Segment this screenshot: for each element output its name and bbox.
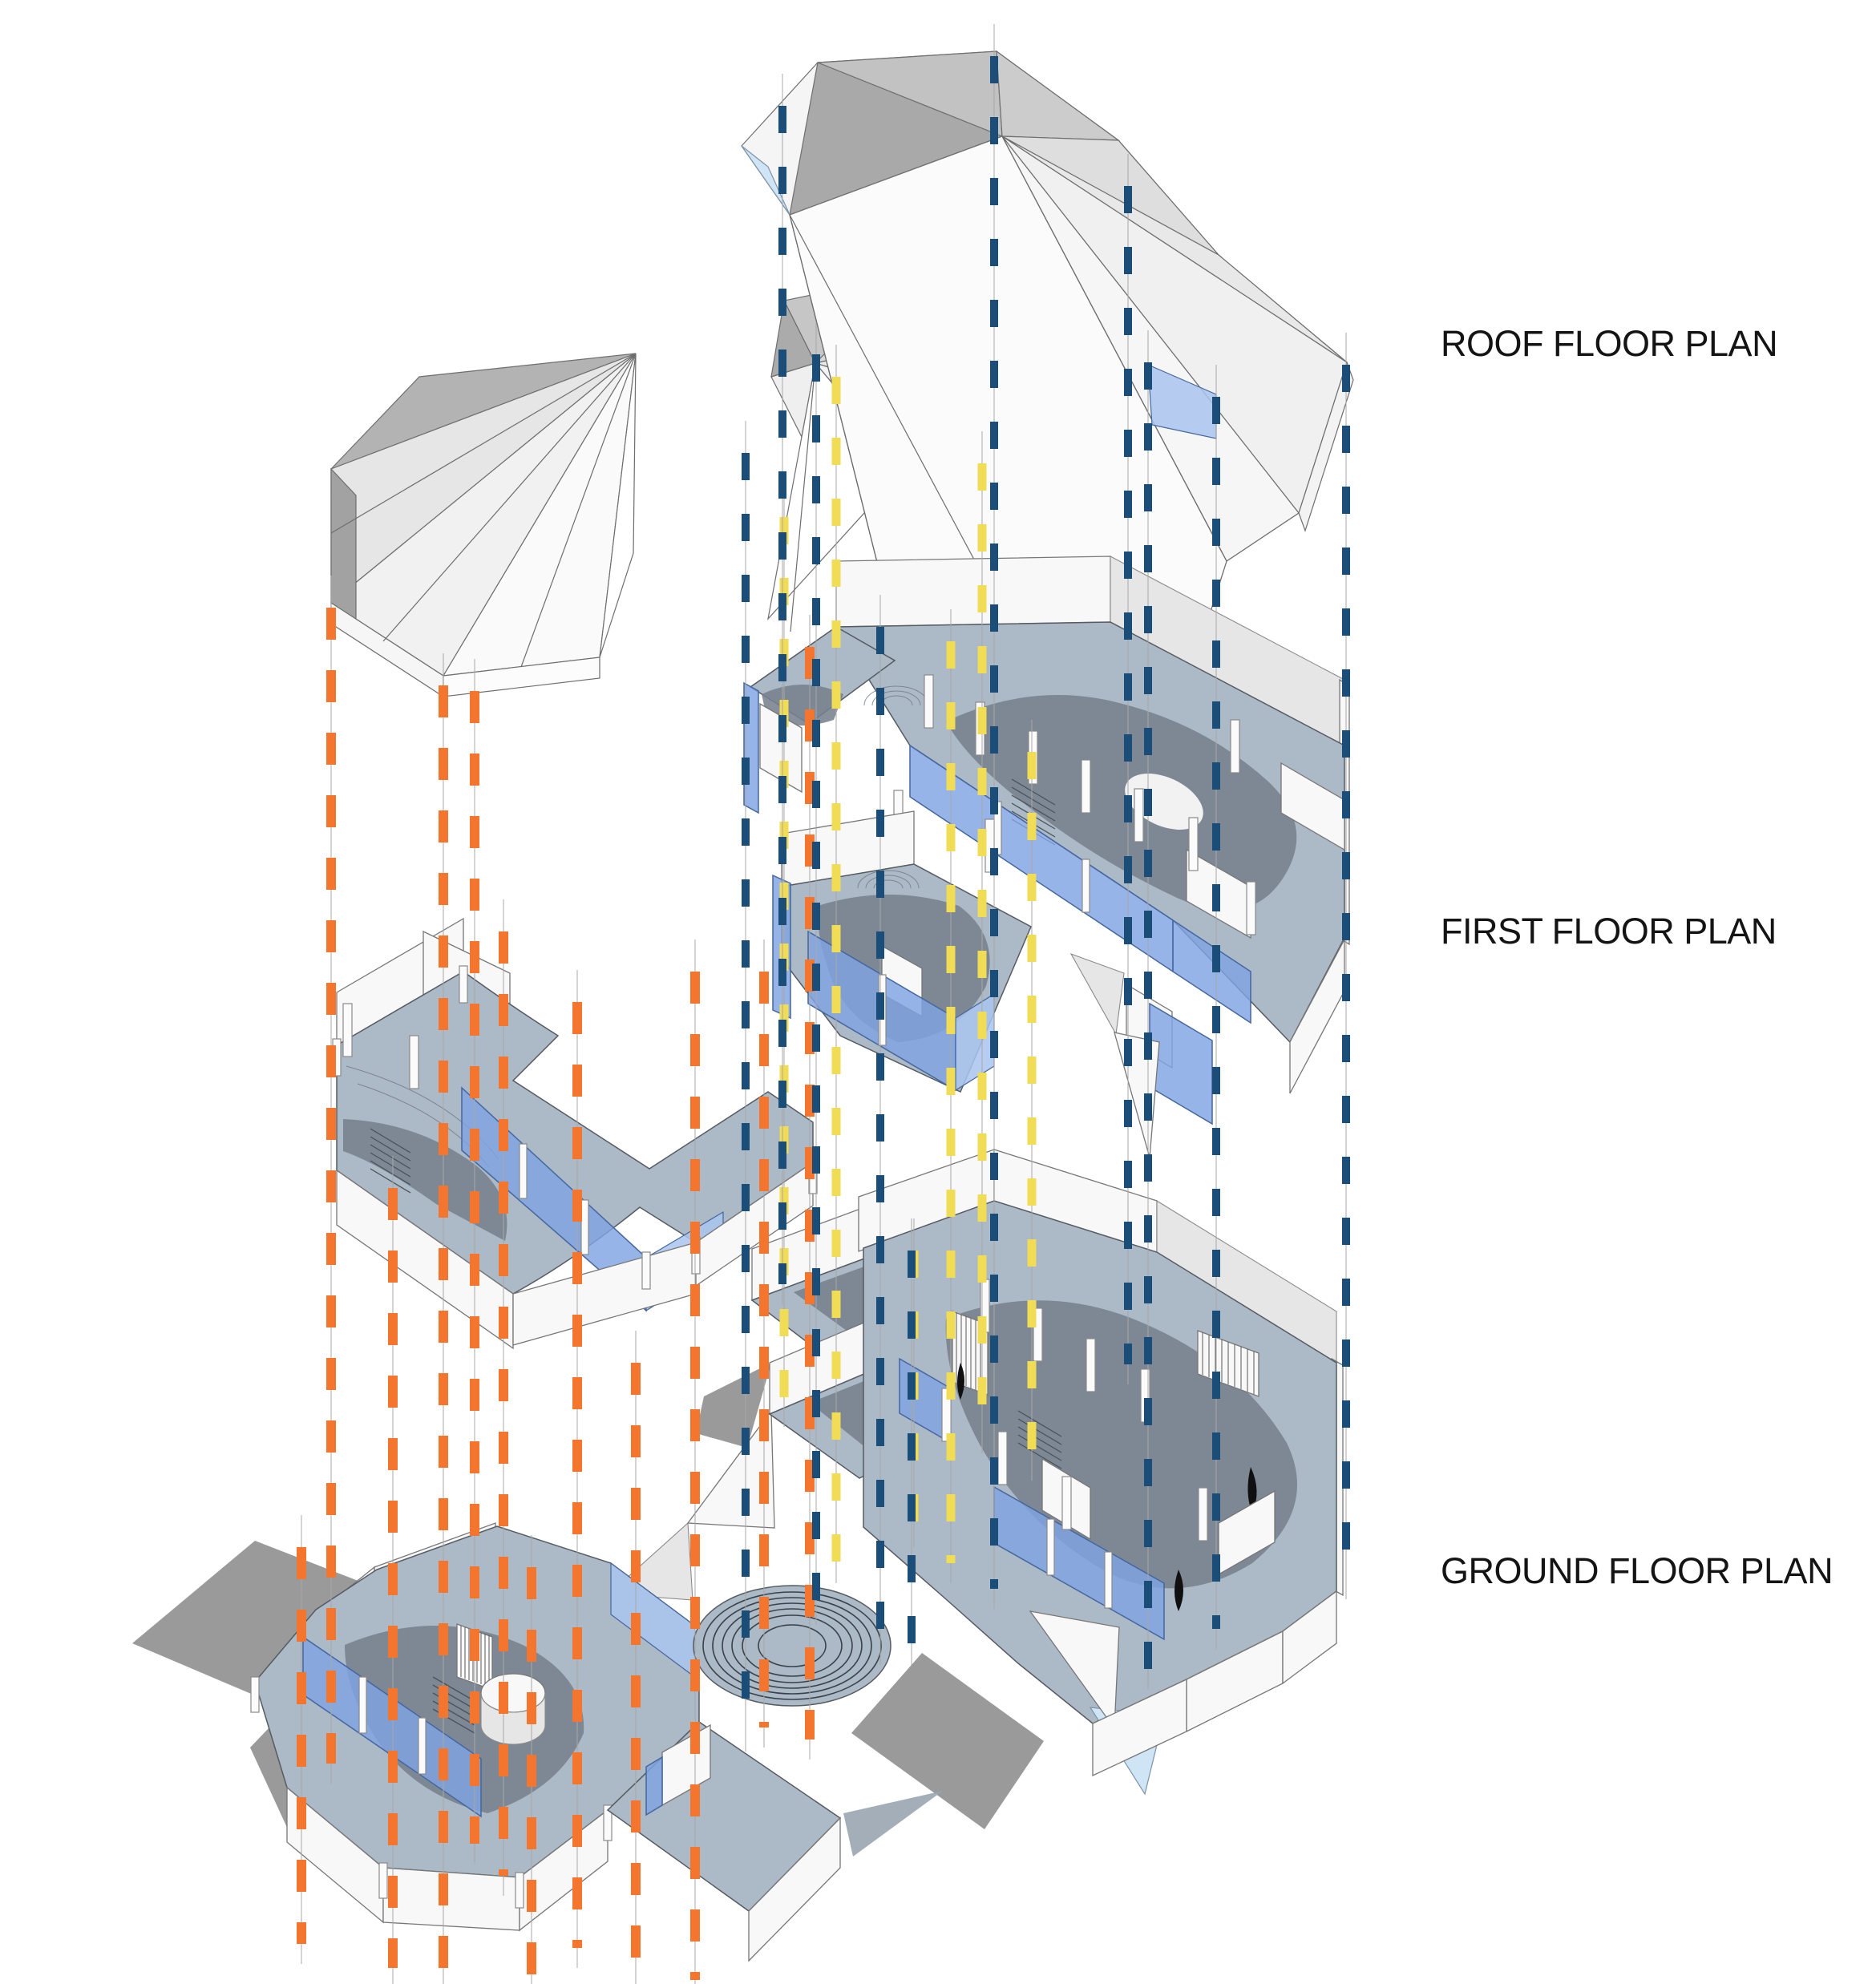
- post: [603, 1804, 613, 1841]
- roof-facet: [996, 50, 1120, 141]
- glass-mullion: [1104, 1551, 1113, 1609]
- label-roof-floor-plan: ROOF FLOOR PLAN: [1441, 323, 1778, 364]
- column: [924, 674, 934, 729]
- label-first-floor-plan: FIRST FLOOR PLAN: [1441, 911, 1777, 952]
- glass-mullion: [1082, 859, 1090, 913]
- column: [1061, 1476, 1072, 1530]
- ribbed-curtain-wall: [1197, 1330, 1259, 1397]
- spiral-ring: [722, 1602, 863, 1689]
- rib-lines: [1202, 1332, 1255, 1394]
- column: [1033, 1307, 1043, 1362]
- column: [342, 1003, 353, 1057]
- stair-hatch: [432, 1676, 475, 1734]
- opening-accent: [1247, 1467, 1257, 1513]
- spiral-ramp: [693, 1585, 892, 1707]
- shadow: [843, 1791, 943, 1857]
- glass-mullion: [580, 1199, 589, 1255]
- opening-accent: [1175, 1570, 1183, 1611]
- roof-fascia: [1298, 361, 1354, 532]
- column: [1134, 788, 1144, 842]
- wall-panel: [835, 556, 1111, 628]
- parapet-wall: [1282, 1590, 1337, 1685]
- prow-wall: [1114, 1032, 1160, 1158]
- parapet-wall: [382, 1867, 520, 1931]
- column: [1188, 817, 1199, 871]
- floor-finish: [343, 1119, 507, 1241]
- roof-ridge-line: [790, 362, 816, 632]
- post: [515, 1872, 524, 1909]
- post: [459, 965, 468, 1004]
- shadow: [851, 1653, 1044, 1829]
- roof-ridge-lines: [330, 353, 637, 668]
- spiral-ring: [712, 1597, 872, 1695]
- glass-mullion: [358, 1676, 367, 1734]
- curved-stair: [857, 870, 920, 889]
- column: [1086, 1338, 1096, 1392]
- cylinder-room-body: [480, 1692, 546, 1745]
- wall-panel: [1280, 762, 1345, 851]
- shadow: [1069, 952, 1125, 1036]
- column: [409, 1035, 419, 1089]
- spiral-ring: [702, 1591, 882, 1700]
- parapet-wall: [336, 1169, 514, 1350]
- roof-facet: [599, 353, 637, 658]
- guide-lines: [297, 24, 1350, 1984]
- glass-panel: [645, 1756, 663, 1816]
- column: [1230, 719, 1240, 774]
- parapet-wall: [748, 1816, 841, 1962]
- spiral-ring: [731, 1608, 853, 1683]
- column: [1246, 881, 1256, 935]
- glass-mullion: [418, 1717, 427, 1775]
- prow-wall: [686, 1409, 775, 1529]
- glass-mullion: [1046, 1518, 1055, 1576]
- roof-left-tower: [330, 353, 637, 698]
- post: [378, 1862, 388, 1899]
- spiral-ring: [758, 1624, 827, 1667]
- spiral-ring: [742, 1614, 843, 1677]
- parapet-wall: [1092, 1678, 1187, 1777]
- prow-wall: [1029, 1610, 1120, 1730]
- rib-lines: [956, 1313, 981, 1392]
- post: [641, 1251, 651, 1290]
- column: [1198, 1487, 1208, 1542]
- glass-panel: [1149, 1002, 1213, 1125]
- glass-panel: [1172, 919, 1251, 1024]
- opening-accent: [957, 1363, 964, 1400]
- column: [1081, 759, 1091, 814]
- first-floor-right-plate: [743, 556, 1350, 1158]
- stair-hatch: [1017, 1410, 1062, 1469]
- glass-mullion: [519, 1143, 528, 1199]
- stair-hatch: [370, 1128, 411, 1194]
- post: [250, 1676, 260, 1713]
- shadow: [696, 1363, 771, 1448]
- label-ground-floor-plan: GROUND FLOOR PLAN: [1441, 1550, 1834, 1591]
- column: [997, 1431, 1008, 1485]
